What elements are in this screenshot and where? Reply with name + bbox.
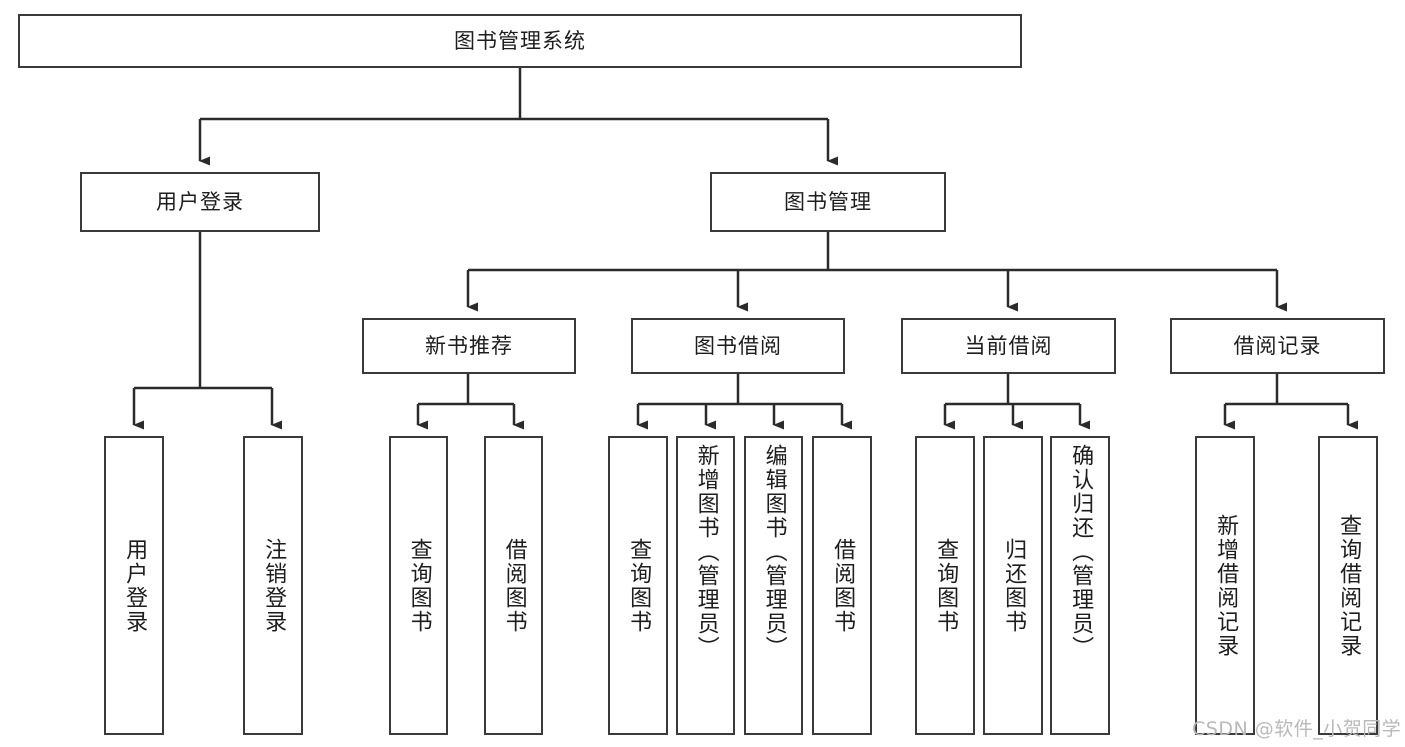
level2-node-1[interactable]: 用户登录	[80, 172, 320, 232]
level3-node-3[interactable]: 当前借阅	[901, 318, 1116, 374]
node-label: 新增借阅记录	[1213, 513, 1239, 658]
level3-node-1[interactable]: 新书推荐	[362, 318, 576, 374]
node-label: 用户登录	[156, 189, 244, 214]
node-label: 新增图书（管理员）	[693, 444, 719, 660]
level3-node-4[interactable]: 借阅记录	[1170, 318, 1385, 374]
node-label: 图书借阅	[694, 333, 782, 358]
node-label: 借阅记录	[1233, 333, 1322, 358]
node-label: 归还图书	[1001, 537, 1027, 634]
level3-node-2[interactable]: 图书借阅	[631, 318, 845, 374]
node-label: 注销登录	[261, 537, 287, 634]
node-label: 借阅图书	[830, 537, 856, 634]
leaf-node-13[interactable]: 查询借阅记录	[1318, 436, 1378, 735]
level2-node-2[interactable]: 图书管理	[710, 172, 946, 232]
node-label: 查询图书	[933, 537, 959, 634]
leaf-node-5[interactable]: 查询图书	[608, 436, 668, 735]
node-label: 编辑图书（管理员）	[761, 444, 787, 660]
leaf-node-7[interactable]: 编辑图书（管理员）	[744, 436, 803, 735]
watermark-text: CSDN @软件_小贺同学	[1192, 718, 1402, 740]
leaf-node-6[interactable]: 新增图书（管理员）	[676, 436, 735, 735]
node-label: 用户登录	[122, 537, 148, 634]
node-label: 查询图书	[626, 537, 652, 634]
leaf-node-2[interactable]: 注销登录	[243, 436, 303, 735]
node-label: 查询图书	[406, 537, 432, 634]
node-label: 当前借阅	[964, 333, 1053, 358]
leaf-node-10[interactable]: 归还图书	[983, 436, 1043, 735]
leaf-node-11[interactable]: 确认归还（管理员）	[1050, 436, 1110, 735]
leaf-node-9[interactable]: 查询图书	[915, 436, 975, 735]
node-label: 图书管理	[784, 189, 872, 214]
root-node-book-management-system[interactable]: 图书管理系统	[18, 14, 1022, 68]
node-label: 借阅图书	[501, 537, 527, 634]
node-label: 图书管理系统	[454, 28, 586, 53]
leaf-node-12[interactable]: 新增借阅记录	[1195, 436, 1255, 735]
leaf-node-8[interactable]: 借阅图书	[812, 436, 872, 735]
leaf-node-1[interactable]: 用户登录	[104, 436, 164, 735]
leaf-node-3[interactable]: 查询图书	[389, 436, 448, 735]
node-label: 确认归还（管理员）	[1068, 444, 1094, 660]
node-label: 查询借阅记录	[1336, 513, 1362, 658]
node-label: 新书推荐	[425, 333, 513, 358]
leaf-node-4[interactable]: 借阅图书	[484, 436, 543, 735]
